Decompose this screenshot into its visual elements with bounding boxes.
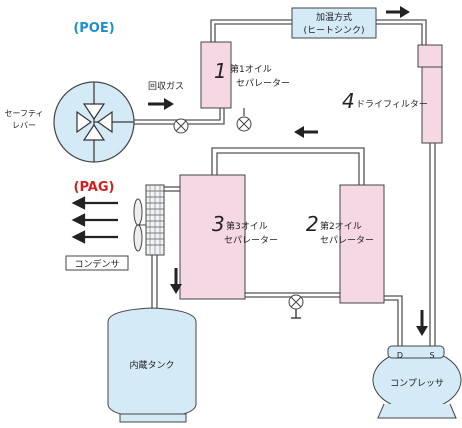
valve-bottom-icon — [288, 294, 304, 319]
dryer-number: 4 — [342, 89, 355, 113]
airflow-arrows — [71, 196, 118, 244]
dryer-label: ドライフィルター — [356, 99, 428, 110]
safety-lever-label-1: セーフティ — [4, 109, 43, 118]
pipes — [127, 19, 436, 352]
sep3-label-1: 第3オイル — [226, 220, 268, 232]
condenser-coil — [145, 184, 165, 256]
pag-label: (PAG) — [74, 180, 115, 195]
sep1-number: 1 — [214, 59, 227, 83]
pipe-recovery-a — [127, 106, 221, 121]
recovery-gas-label: 回収ガス — [148, 80, 184, 92]
pipe-heat-to-dryer-inner — [376, 23, 423, 45]
poe-label: (POE) — [73, 21, 114, 36]
pipe-sep1-to-heat-outer — [210, 19, 292, 42]
pipe-comp-d-b — [384, 295, 403, 352]
separator-1 — [200, 41, 232, 109]
sep2-label-2: セパレーター — [320, 235, 374, 246]
pipe-comp-d-a — [384, 299, 399, 352]
dryer-cap — [417, 44, 443, 68]
pipe-sep2-sep3-top-b — [216, 152, 360, 185]
sep2-number: 2 — [306, 212, 319, 236]
sep3-label-2: セパレーター — [224, 235, 278, 246]
flow-arrows — [148, 6, 428, 336]
condenser-label: コンデンサ — [74, 258, 119, 270]
heating-label-2: (ヒートシンク) — [303, 25, 364, 36]
compressor-label: コンプレッサ — [390, 378, 444, 389]
compressor-port-s: S — [429, 351, 434, 360]
heating-box — [291, 7, 377, 39]
valve-sep1-drain-icon — [236, 116, 252, 132]
internal-tank — [107, 307, 197, 423]
condenser-label-box — [65, 255, 129, 271]
sep1-label-2: セパレーター — [236, 78, 290, 89]
pipe-recovery-b — [127, 106, 225, 125]
compressor — [372, 345, 462, 419]
heating-label-1: 加温方式 — [316, 11, 352, 23]
fan-icon — [133, 198, 146, 252]
pipe-heat-to-dryer-outer — [376, 19, 427, 45]
safety-lever-valve — [53, 81, 135, 163]
dryer-filter — [421, 66, 443, 144]
separator-3 — [179, 174, 246, 300]
tank-label: 内蔵タンク — [129, 359, 174, 371]
valve-recovery-icon — [173, 118, 189, 134]
separator-2 — [339, 184, 385, 304]
safety-lever-label-2: レバー — [12, 121, 36, 130]
pipe-sep2-sep3-top-a — [211, 147, 365, 185]
sep3-number: 3 — [212, 212, 225, 236]
compressor-port-d: D — [397, 351, 403, 360]
sep1-label-1: 第1オイル — [230, 63, 272, 75]
pipe-sep1-to-heat-inner — [214, 23, 292, 42]
sep2-label-1: 第2オイル — [320, 220, 362, 232]
